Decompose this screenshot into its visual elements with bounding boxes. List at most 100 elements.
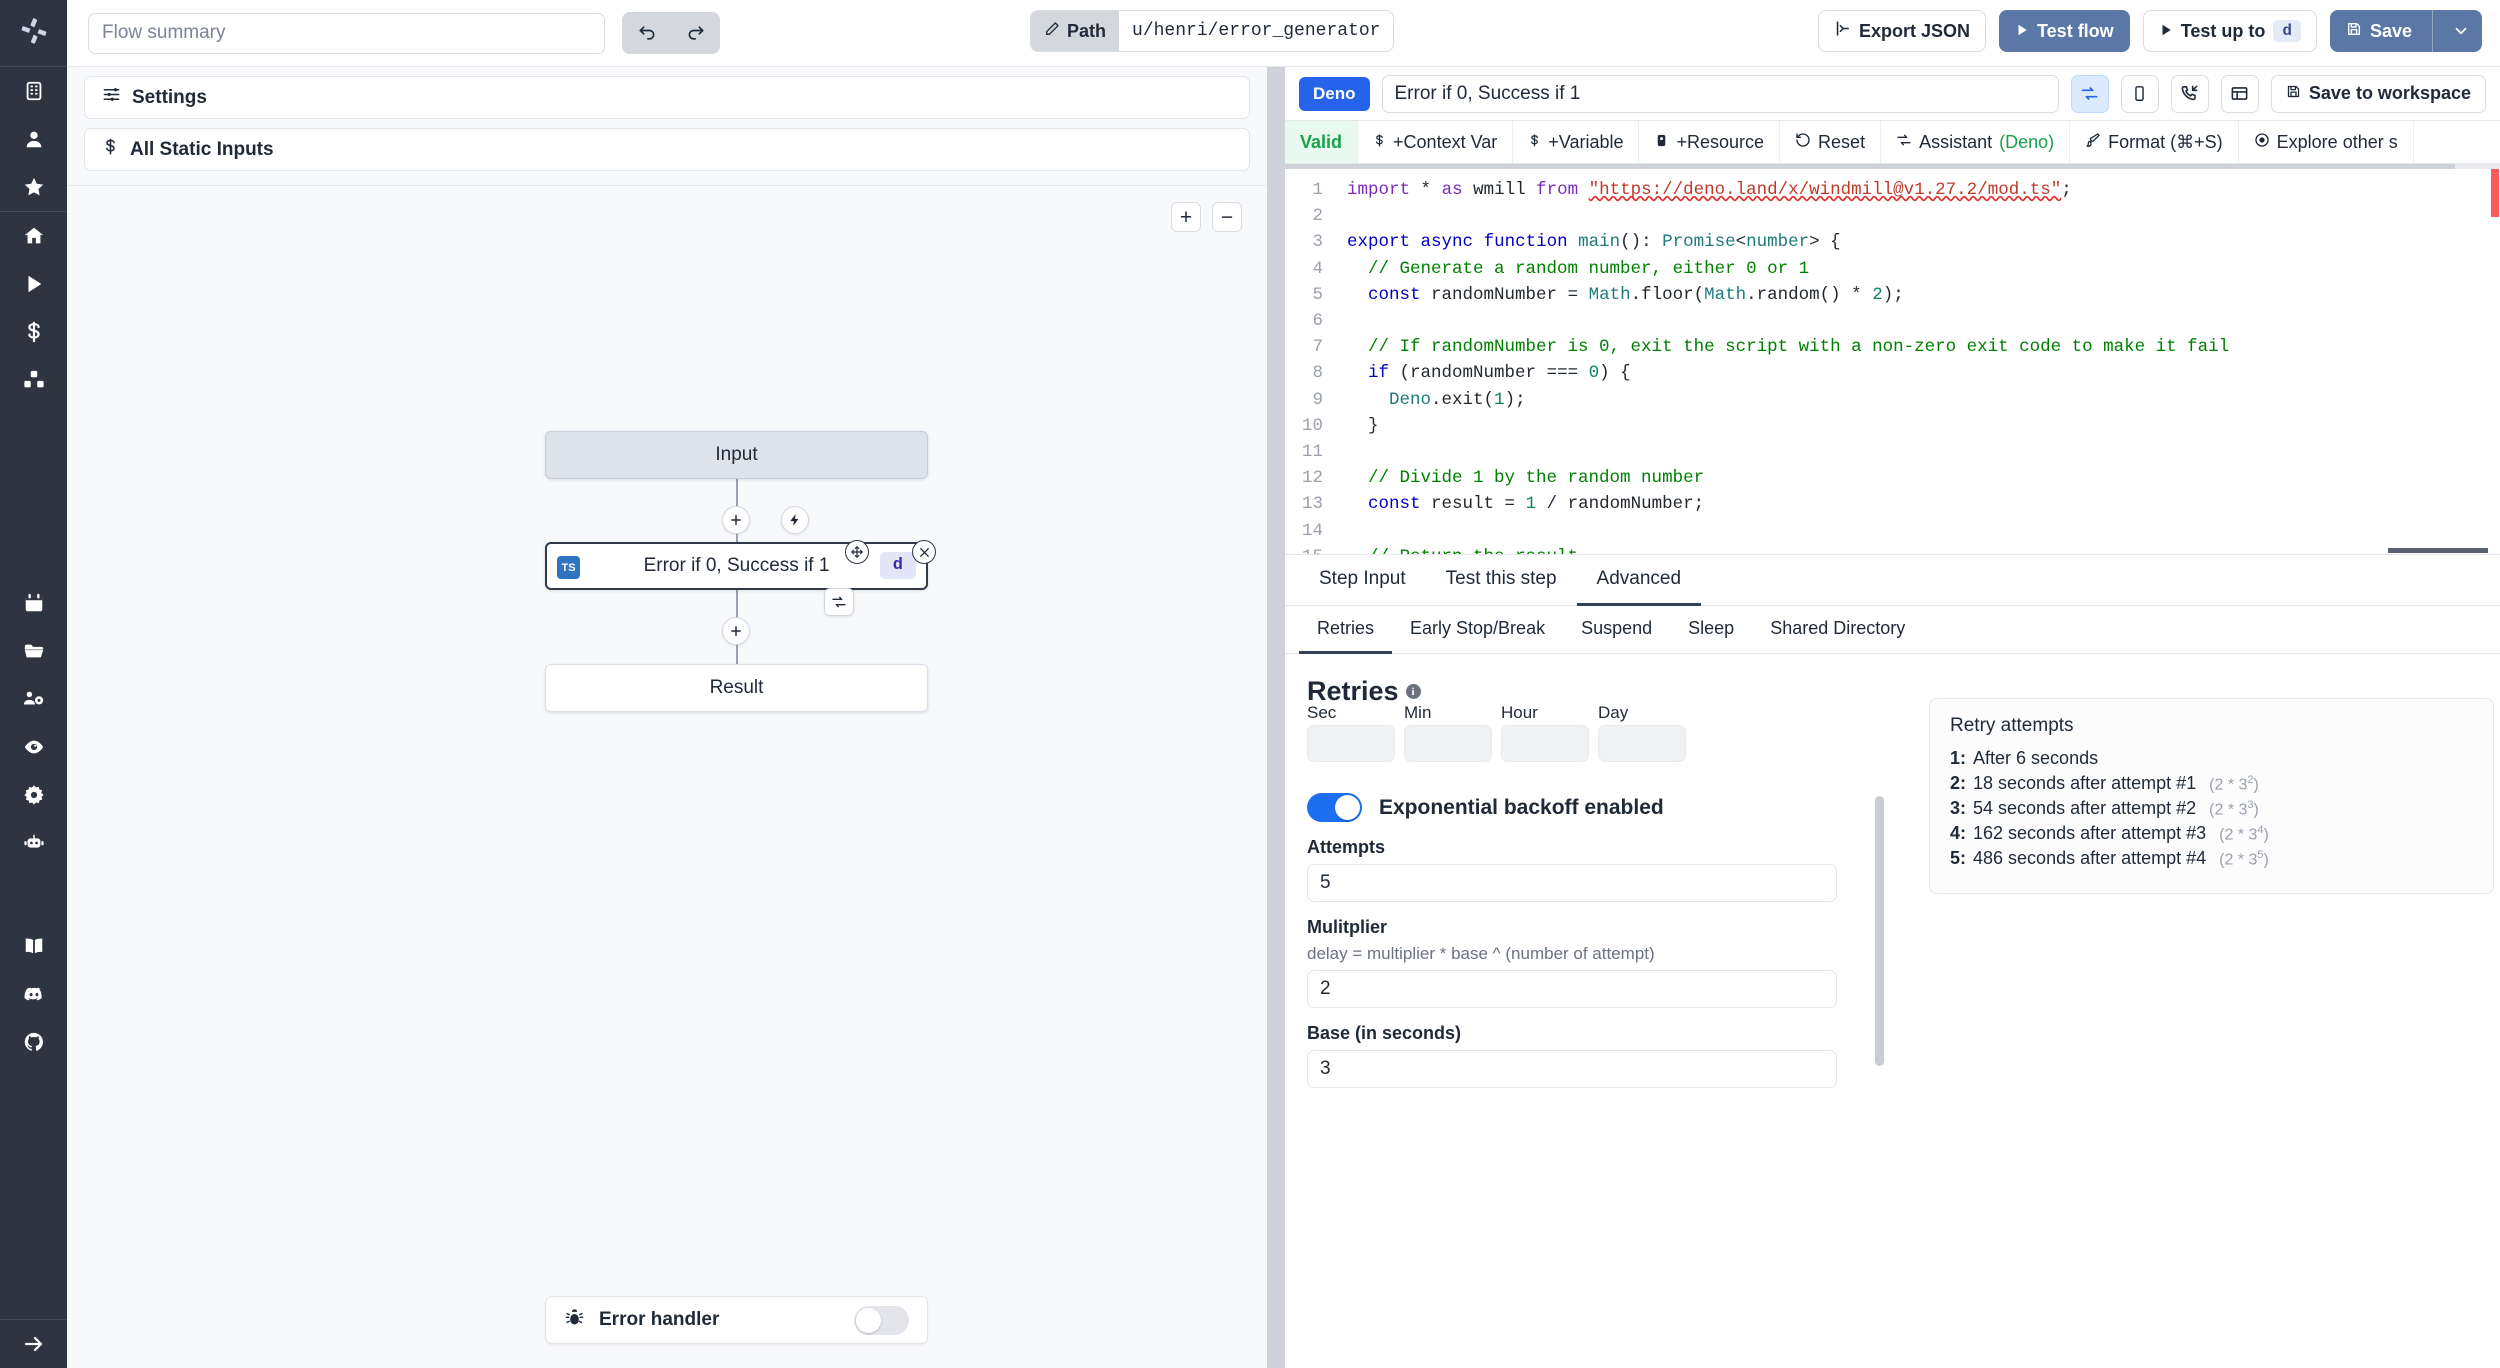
retries-title-text: Retries bbox=[1307, 676, 1399, 706]
unit-sec-input[interactable] bbox=[1307, 725, 1395, 762]
play-icon bbox=[2159, 21, 2173, 42]
folder-icon[interactable] bbox=[0, 627, 67, 675]
format-button[interactable]: Format (⌘+S) bbox=[2070, 121, 2239, 163]
book-icon[interactable] bbox=[0, 922, 67, 970]
star-icon[interactable] bbox=[0, 163, 67, 211]
unit-sec: Sec bbox=[1307, 703, 1395, 762]
zoom-in-button[interactable]: + bbox=[1171, 202, 1201, 232]
add-resource-button[interactable]: +Resource bbox=[1639, 121, 1781, 163]
tab-suspend[interactable]: Suspend bbox=[1581, 618, 1653, 638]
play-icon[interactable] bbox=[0, 260, 67, 308]
unit-sec-label: Sec bbox=[1307, 703, 1337, 722]
rail-collapse-toggle[interactable] bbox=[0, 1319, 67, 1368]
path-label-chip[interactable]: Path bbox=[1031, 11, 1120, 51]
multiplier-input[interactable] bbox=[1307, 970, 1837, 1008]
unit-day-input[interactable] bbox=[1598, 725, 1686, 762]
test-flow-button[interactable]: Test flow bbox=[1999, 10, 2130, 52]
add-step-button[interactable] bbox=[722, 506, 750, 534]
users-gear-icon[interactable] bbox=[0, 675, 67, 723]
move-icon[interactable] bbox=[845, 540, 869, 564]
save-to-workspace-button[interactable]: Save to workspace bbox=[2270, 74, 2486, 113]
flow-summary-input[interactable] bbox=[88, 12, 605, 54]
rail-group-workspace bbox=[0, 67, 67, 211]
tab-step-input[interactable]: Step Input bbox=[1319, 568, 1406, 589]
typescript-icon: TS bbox=[557, 556, 580, 579]
editor-vertical-scrollbar[interactable] bbox=[2490, 169, 2500, 554]
retries-panel-scrollbar[interactable] bbox=[1875, 796, 1884, 1066]
path-field[interactable]: Path u/henri/error_generator bbox=[1030, 10, 1395, 52]
base-label: Base (in seconds) bbox=[1307, 1023, 1462, 1043]
robot-icon[interactable] bbox=[0, 819, 67, 867]
explore-other-scripts-button[interactable]: Explore other s bbox=[2239, 121, 2414, 163]
flow-graph-canvas[interactable]: + − Input TS Error if 0, Success if 1 bbox=[67, 185, 1267, 1368]
pane-splitter[interactable] bbox=[1267, 67, 1285, 1368]
zoom-out-button[interactable]: − bbox=[1212, 202, 1242, 232]
gear-icon[interactable] bbox=[0, 771, 67, 819]
retry-icon[interactable] bbox=[824, 588, 854, 616]
attempts-label: Attempts bbox=[1307, 837, 1386, 857]
graph-node-input[interactable]: Input bbox=[545, 431, 928, 479]
info-icon[interactable]: i bbox=[1405, 684, 1421, 699]
eye-icon[interactable] bbox=[0, 723, 67, 771]
tab-early-stop-break[interactable]: Early Stop/Break bbox=[1410, 618, 1546, 638]
path-value-text[interactable]: u/henri/error_generator bbox=[1132, 21, 1381, 41]
panel-layout-icon[interactable] bbox=[2220, 74, 2259, 113]
app-logo[interactable] bbox=[0, 0, 67, 67]
add-context-var-button[interactable]: +Context Var bbox=[1358, 121, 1514, 163]
attempts-input[interactable] bbox=[1307, 864, 1837, 902]
dollar-icon[interactable] bbox=[0, 308, 67, 356]
home-icon[interactable] bbox=[0, 212, 67, 260]
attempt-text: 486 seconds after attempt #4 bbox=[1973, 848, 2207, 868]
lightning-icon[interactable] bbox=[781, 506, 809, 534]
calendar-icon[interactable] bbox=[0, 579, 67, 627]
phone-incoming-icon[interactable] bbox=[2170, 74, 2209, 113]
tab-shared-directory[interactable]: Shared Directory bbox=[1770, 618, 1906, 638]
close-icon[interactable] bbox=[912, 540, 936, 564]
unit-min-input[interactable] bbox=[1404, 725, 1492, 762]
graph-node-result[interactable]: Result bbox=[545, 664, 928, 712]
redo-icon[interactable] bbox=[674, 12, 718, 54]
graph-node-step[interactable]: TS Error if 0, Success if 1 d bbox=[545, 542, 928, 590]
static-inputs-accordion[interactable]: All Static Inputs bbox=[84, 128, 1250, 171]
result-node-label: Result bbox=[709, 677, 764, 698]
arrow-right-icon[interactable] bbox=[0, 1320, 67, 1368]
secondary-tabs: Retries Early Stop/Break Suspend Sleep S… bbox=[1285, 606, 2500, 654]
validity-label: Valid bbox=[1300, 131, 1343, 152]
assistant-button[interactable]: Assistant (Deno) bbox=[1881, 121, 2071, 163]
tab-sleep[interactable]: Sleep bbox=[1688, 618, 1735, 638]
tab-test-this-step[interactable]: Test this step bbox=[1445, 568, 1557, 589]
building-icon[interactable] bbox=[0, 67, 67, 115]
undo-icon[interactable] bbox=[625, 12, 669, 54]
editor-horizontal-scrollbar[interactable] bbox=[2388, 548, 2488, 553]
tab-retries[interactable]: Retries bbox=[1299, 606, 1393, 654]
reset-button[interactable]: Reset bbox=[1780, 121, 1882, 163]
editor-top-scrollbar[interactable] bbox=[1285, 164, 2500, 169]
exponential-backoff-label: Exponential backoff enabled bbox=[1379, 795, 1664, 819]
user-icon[interactable] bbox=[0, 115, 67, 163]
error-handler-bar[interactable]: Error handler bbox=[545, 1296, 928, 1344]
unit-hour-input[interactable] bbox=[1501, 725, 1589, 762]
exponential-backoff-toggle[interactable] bbox=[1307, 793, 1362, 822]
phone-portrait-icon[interactable] bbox=[2120, 74, 2159, 113]
save-button[interactable]: Save bbox=[2329, 10, 2482, 52]
add-variable-button[interactable]: +Variable bbox=[1513, 121, 1640, 163]
settings-accordion[interactable]: Settings bbox=[84, 76, 1250, 119]
discord-icon[interactable] bbox=[0, 970, 67, 1018]
chevron-down-icon[interactable] bbox=[2441, 10, 2481, 52]
github-icon[interactable] bbox=[0, 1018, 67, 1066]
tab-advanced[interactable]: Advanced bbox=[1576, 555, 1702, 606]
attempts-field: Attempts bbox=[1307, 837, 1837, 902]
add-step-button[interactable] bbox=[722, 617, 750, 645]
error-handler-toggle[interactable] bbox=[854, 1305, 909, 1335]
base-input[interactable] bbox=[1307, 1050, 1837, 1088]
script-name-input[interactable] bbox=[1381, 74, 2059, 113]
attempt-text: 162 seconds after attempt #3 bbox=[1973, 823, 2207, 843]
editor-code-text[interactable]: import * as wmill from "https://deno.lan… bbox=[1347, 180, 2230, 554]
dollar-icon bbox=[1373, 132, 1386, 153]
blocks-icon[interactable] bbox=[0, 356, 67, 404]
test-up-to-button[interactable]: Test up to d bbox=[2142, 10, 2317, 52]
export-json-button[interactable]: Export JSON bbox=[1817, 10, 1987, 52]
retry-icon[interactable] bbox=[2070, 74, 2109, 113]
